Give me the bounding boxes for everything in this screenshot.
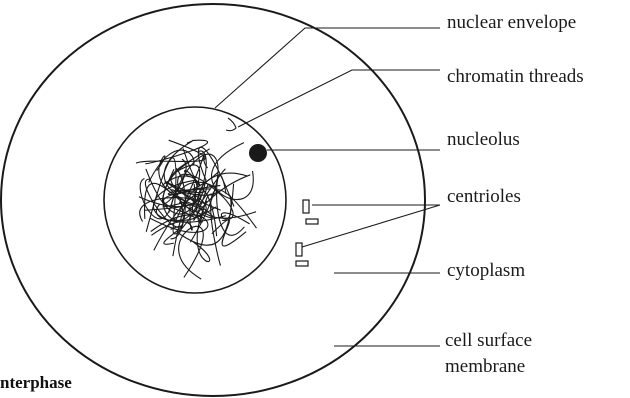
centriole-lower-horizontal bbox=[296, 261, 308, 266]
leader-lines bbox=[215, 28, 440, 346]
label-cell-surface-line2: membrane bbox=[445, 356, 525, 378]
centriole-upper-horizontal bbox=[306, 219, 318, 224]
leader-centrioles-diagonal bbox=[302, 205, 440, 247]
label-cytoplasm: cytoplasm bbox=[447, 260, 525, 282]
centrioles-pair bbox=[296, 200, 318, 266]
nucleus-envelope bbox=[104, 107, 286, 293]
chromatin-threads bbox=[136, 118, 257, 279]
leader-chromatin-threads bbox=[238, 70, 440, 127]
leader-nuclear-envelope bbox=[215, 28, 440, 108]
nucleolus-body bbox=[249, 144, 267, 162]
chromatin-thread bbox=[226, 118, 236, 131]
centriole-lower-vertical bbox=[296, 243, 302, 256]
label-chromatin-threads: chromatin threads bbox=[447, 66, 584, 88]
centriole-upper-vertical bbox=[303, 200, 309, 213]
label-centrioles: centrioles bbox=[447, 186, 521, 208]
cell-surface-membrane bbox=[1, 4, 425, 396]
diagram-caption: nterphase bbox=[0, 373, 72, 393]
label-cell-surface-line1: cell surface bbox=[445, 330, 532, 352]
label-nuclear-envelope: nuclear envelope bbox=[447, 12, 576, 34]
label-nucleolus: nucleolus bbox=[447, 129, 520, 151]
